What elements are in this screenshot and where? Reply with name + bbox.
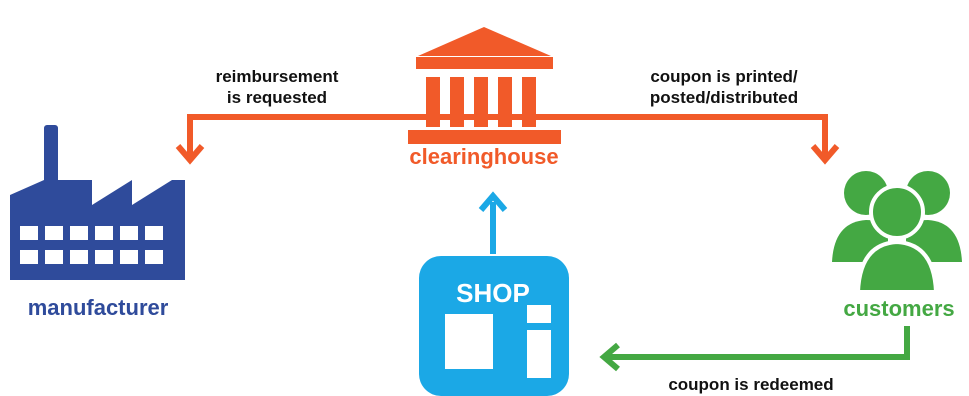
bank-icon [408,27,561,144]
coupon-printed-label-line1: coupon is printed/ [650,67,798,86]
clearinghouse-connector [187,114,828,157]
arrow-to-customers [810,144,840,165]
shop-icon [419,256,569,396]
reimbursement-label-line2: is requested [227,88,327,107]
arrow-to-manufacturer [175,144,205,165]
customers-label: customers [843,296,954,321]
manufacturer-label: manufacturer [28,295,169,320]
reimbursement-label-line1: reimbursement [216,67,339,86]
arrow-shop-to-clearinghouse [478,191,508,254]
factory-windows [20,226,163,264]
arrow-customers-to-shop [599,326,910,372]
coupon-printed-label-line2: posted/distributed [650,88,798,107]
clearinghouse-label: clearinghouse [409,144,558,169]
coupon-redeemed-label: coupon is redeemed [668,375,833,394]
people-icon [832,171,962,294]
shop-label: SHOP [456,278,530,308]
